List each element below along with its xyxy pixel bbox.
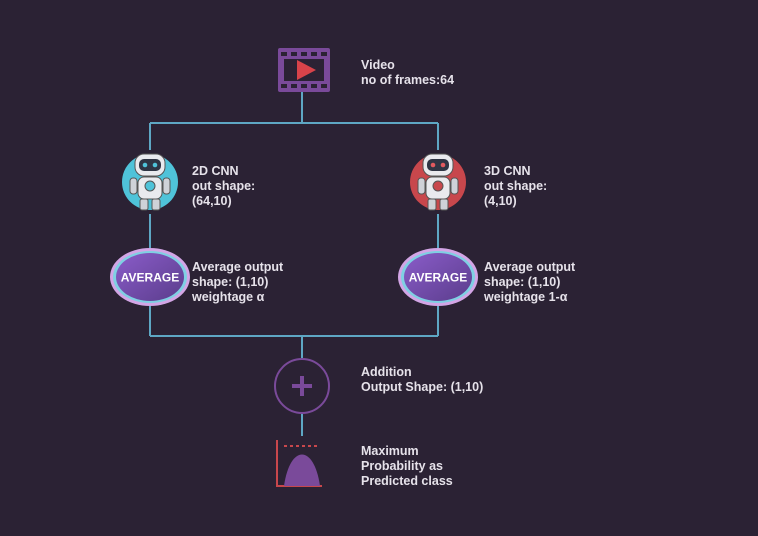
avg-left-line1: Average output <box>192 260 284 274</box>
cnn-3d-shape-value: (4,10) <box>484 194 517 208</box>
average-badge-right-label: AVERAGE <box>409 271 467 285</box>
avg-left-line3: weightage α <box>192 290 265 304</box>
cnn-2d-shape-label: out shape: <box>192 179 256 193</box>
addition-title: Addition <box>361 365 412 379</box>
avg-right-line2: shape: (1,10) <box>484 275 561 289</box>
robot-icon-3d <box>410 153 466 211</box>
average-badge-right: AVERAGE <box>398 248 478 306</box>
connectors <box>149 92 439 436</box>
cnn-2d-shape-value: (64,10) <box>192 194 232 208</box>
video-label: Video no of frames:64 <box>361 58 454 88</box>
cnn-2d-label: 2D CNN out shape: (64,10) <box>192 164 255 209</box>
video-frames: no of frames:64 <box>361 73 455 87</box>
cnn-3d-shape-label: out shape: <box>484 179 548 193</box>
average-badge-left: AVERAGE <box>110 248 190 306</box>
cnn-2d-title: 2D CNN <box>192 164 239 178</box>
plus-icon <box>274 358 330 414</box>
prediction-label: Maximum Probability as Predicted class <box>361 444 453 489</box>
distribution-curve-icon <box>276 440 322 487</box>
avg-right-line3: weightage 1-α <box>484 290 568 304</box>
cnn-3d-label: 3D CNN out shape: (4,10) <box>484 164 547 209</box>
average-badge-left-label: AVERAGE <box>121 271 179 285</box>
avg-right-label: Average output shape: (1,10) weightage 1… <box>484 260 575 305</box>
avg-left-line2: shape: (1,10) <box>192 275 269 289</box>
cnn-3d-title: 3D CNN <box>484 164 531 178</box>
robot-icon-2d <box>122 153 178 211</box>
video-play-icon <box>278 48 330 92</box>
addition-shape: Output Shape: (1,10) <box>361 380 484 394</box>
video-title: Video <box>361 58 395 72</box>
prediction-line2: Probability as <box>361 459 443 473</box>
prediction-line1: Maximum <box>361 444 419 458</box>
avg-left-label: Average output shape: (1,10) weightage α <box>192 260 283 305</box>
addition-label: Addition Output Shape: (1,10) <box>361 365 483 395</box>
avg-right-line1: Average output <box>484 260 576 274</box>
prediction-line3: Predicted class <box>361 474 453 488</box>
